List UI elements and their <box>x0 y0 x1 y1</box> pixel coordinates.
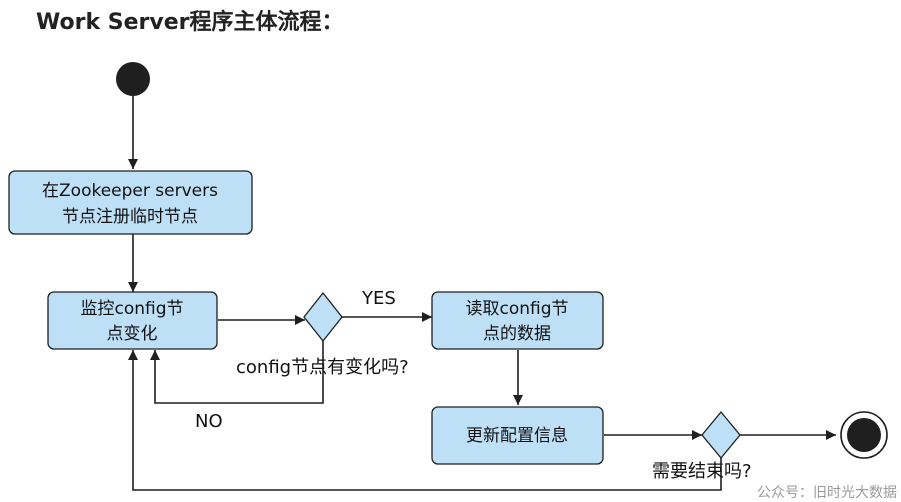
node-watch-line1: 监控config节 <box>80 299 183 319</box>
edge-label-no: NO <box>195 411 223 432</box>
watermark-text: 公众号：旧时光大数据 <box>757 485 897 501</box>
node-register-line2: 节点注册临时节点 <box>62 207 198 227</box>
node-register-line1: 在Zookeeper servers <box>42 181 218 201</box>
node-read <box>431 291 604 350</box>
diagram-heading: Work Server程序主体流程： <box>36 10 344 35</box>
node-register <box>8 170 253 235</box>
edge-label-yes: YES <box>361 288 396 309</box>
decision-need-end <box>701 410 741 460</box>
node-watch-line2: 点变化 <box>107 324 158 344</box>
edge-no-to-watch <box>150 340 324 404</box>
edge-loop-back-to-watch <box>128 350 722 491</box>
node-watch <box>47 291 218 350</box>
node-read-line1: 读取config节 <box>465 299 568 319</box>
decision-config-changed-label: config节点有变化吗? <box>236 357 409 378</box>
decision-need-end-label: 需要结束吗? <box>652 461 752 482</box>
decision-config-changed <box>303 291 343 343</box>
node-update-label: 更新配置信息 <box>466 426 568 446</box>
end-node-core <box>847 418 881 452</box>
node-update <box>431 406 604 465</box>
start-node <box>116 62 150 96</box>
node-read-line2: 点的数据 <box>483 324 551 344</box>
